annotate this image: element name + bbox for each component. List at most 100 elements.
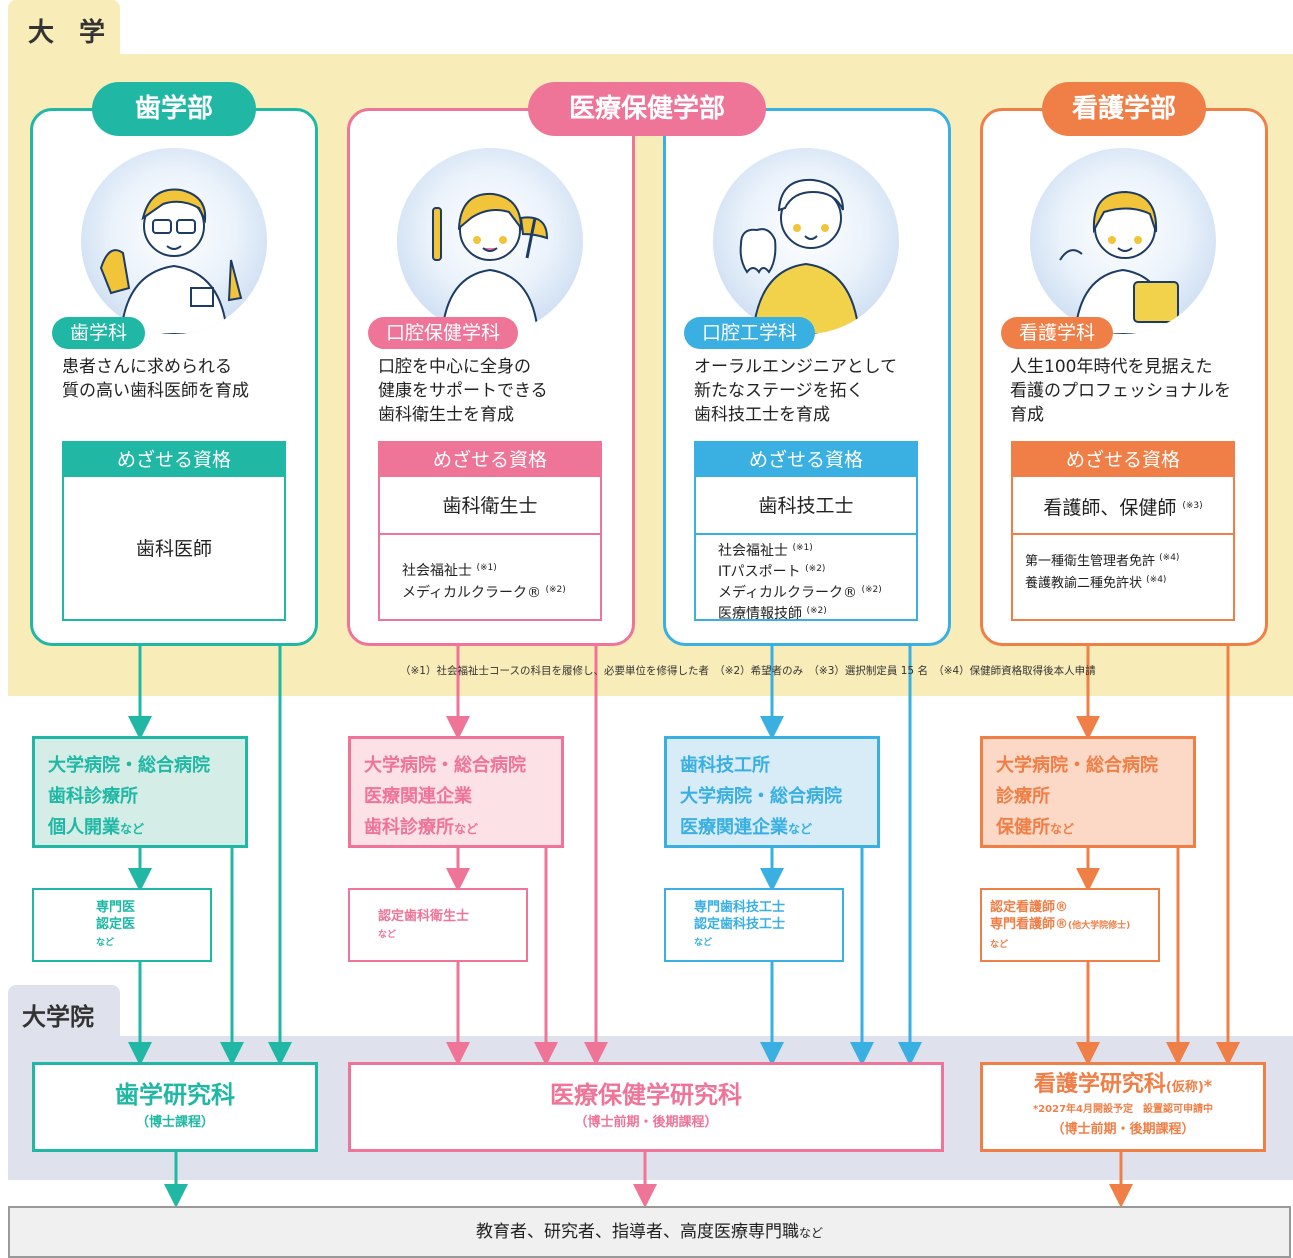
career-item: 保健所 (996, 817, 1050, 838)
certification-note: (他大学院修士) (1068, 921, 1131, 931)
certification-item: 認定歯科衛生士 (378, 909, 470, 924)
dental-faculty-title: 歯学部 (92, 82, 256, 136)
certification-suffix: など (96, 938, 115, 948)
sub-qualification: 医療情報技師 (718, 606, 802, 622)
outcome-suffix: など (798, 1226, 823, 1240)
oral-health-description: 口腔を中心に全身の 健康をサポートできる 歯科衛生士を育成 (378, 357, 548, 425)
dental-department-tag: 歯学科 (52, 317, 146, 349)
nurse-illustration (1030, 148, 1216, 334)
asterisk-mark: * (1203, 1076, 1213, 1095)
graduate-school-name: 医療保健学研究科 (550, 1081, 742, 1109)
medical-health-faculty-title: 医療保健学部 (528, 82, 766, 136)
career-item: 診療所 (996, 786, 1050, 807)
footnote-ref: (※1) (476, 563, 497, 573)
footnote-ref: (※2) (545, 585, 566, 595)
hygienist-illustration (397, 148, 583, 334)
career-item: 大学病院・総合病院 (996, 755, 1158, 776)
dental-qualification-box: めざせる資格 歯科医師 (62, 441, 286, 621)
sub-qualification: メディカルクラーク® (402, 585, 542, 601)
nursing-description: 人生100年時代を見据えた 看護のプロフェッショナルを 育成 (1010, 357, 1231, 425)
sub-qualification-list: 第一種衛生管理者免許 (※4) 養護教諭二種免許状 (※4) (1013, 535, 1233, 593)
career-item: 医療関連企業 (680, 817, 788, 838)
sub-qualification: 社会福祉士 (402, 563, 472, 579)
footnote-ref: (※2) (806, 606, 827, 616)
career-suffix: など (454, 822, 479, 836)
graduate-school-name: 歯学研究科 (115, 1081, 235, 1109)
qualification-header: めざせる資格 (696, 443, 916, 477)
certification-suffix: など (990, 940, 1009, 950)
graduate-school-title-row: 看護学研究科(仮称)* (983, 1071, 1263, 1102)
nursing-department-tag: 看護学科 (1001, 317, 1114, 349)
footnote-ref: (※2) (805, 564, 826, 574)
main-qualification: 歯科技工士 (696, 477, 916, 535)
university-section-label: 大 学 (8, 0, 120, 56)
nursing-qualification-box: めざせる資格 看護師、保健師 (※3) 第一種衛生管理者免許 (※4) 養護教諭… (1011, 441, 1235, 621)
qualification-header: めざせる資格 (64, 443, 284, 477)
opening-note: *2027年4月開設予定 設置認可申請中 (1032, 1104, 1214, 1115)
footnote-ref: (※2) (861, 585, 882, 595)
nursing-certification-box: 認定看護師® 専門看護師®(他大学院修士) など (980, 888, 1160, 962)
footnote-ref: (※3) (1182, 501, 1203, 511)
oral-health-department-tag: 口腔保健学科 (368, 317, 519, 349)
nursing-graduate-school: 看護学研究科(仮称)* *2027年4月開設予定 設置認可申請中 （博士前期・後… (980, 1062, 1266, 1152)
career-outcome-bar: 教育者、研究者、指導者、高度医療専門職など (8, 1206, 1291, 1258)
footnote-ref: (※1) (792, 543, 813, 553)
sub-qualification: メディカルクラーク® (718, 585, 858, 601)
sub-qualification: 養護教諭二種免許状 (1025, 576, 1143, 591)
dental-career-box: 大学病院・総合病院 歯科診療所 個人開業など (32, 736, 248, 848)
certification-suffix: など (694, 938, 713, 948)
certification-item: 認定歯科技工士 (694, 917, 786, 932)
graduate-course: （博士前期・後期課程） (574, 1115, 718, 1130)
certification-item: 専門看護師® (990, 917, 1069, 932)
outcome-text: 教育者、研究者、指導者、高度医療専門職 (475, 1222, 799, 1242)
medical-health-graduate-school: 医療保健学研究科 （博士前期・後期課程） (348, 1062, 944, 1152)
graduate-section-label: 大学院 (8, 985, 120, 1037)
technician-illustration (713, 148, 899, 334)
qualification-header: めざせる資格 (1013, 443, 1233, 477)
career-item: 歯科技工所 (680, 755, 770, 776)
oral-health-qualification-box: めざせる資格 歯科衛生士 社会福祉士 (※1) メディカルクラーク® (※2) (378, 441, 602, 621)
career-item: 歯科診療所 (364, 817, 454, 838)
sub-qualification-list: 社会福祉士 (※1) ITパスポート (※2) メディカルクラーク® (※2) … (696, 535, 916, 623)
provisional-name-note: (仮称) (1165, 1080, 1204, 1095)
qualification-header: めざせる資格 (380, 443, 600, 477)
certification-suffix: など (378, 930, 397, 940)
oral-health-career-box: 大学病院・総合病院 医療関連企業 歯科診療所など (348, 736, 564, 848)
oral-engineering-qualification-box: めざせる資格 歯科技工士 社会福祉士 (※1) ITパスポート (※2) メディ… (694, 441, 918, 623)
sub-qualification: 社会福祉士 (718, 543, 788, 559)
main-qualification: 歯科衛生士 (380, 477, 600, 535)
footnote-ref: (※4) (1146, 575, 1167, 585)
footnote-ref: (※4) (1159, 553, 1180, 563)
dentist-illustration (81, 148, 267, 334)
certification-item: 専門歯科技工士 (694, 900, 786, 915)
main-qualification-row: 看護師、保健師 (※3) (1013, 477, 1233, 535)
career-suffix: など (788, 822, 813, 836)
dental-graduate-school: 歯学研究科 （博士課程） (32, 1062, 318, 1152)
dental-certification-box: 専門医 認定医 など (32, 888, 212, 962)
main-qualification: 看護師、保健師 (1043, 497, 1177, 519)
dental-description: 患者さんに求められる 質の高い歯科医師を育成 (62, 357, 249, 401)
graduate-course: （博士課程） (135, 1115, 214, 1130)
certification-item: 専門医 (96, 900, 136, 915)
oral-engineering-department-tag: 口腔工学科 (684, 317, 816, 349)
career-item: 個人開業 (48, 817, 120, 838)
certification-item: 認定看護師® (990, 900, 1069, 915)
nursing-career-box: 大学病院・総合病院 診療所 保健所など (980, 736, 1196, 848)
oral-engineering-description: オーラルエンジニアとして 新たなステージを拓く 歯科技工士を育成 (694, 357, 898, 425)
oral-engineering-certification-box: 専門歯科技工士 認定歯科技工士 など (664, 888, 844, 962)
main-qualification: 歯科医師 (135, 538, 212, 560)
sub-qualification-list: 社会福祉士 (※1) メディカルクラーク® (※2) (380, 535, 600, 603)
career-item: 医療関連企業 (364, 786, 472, 807)
footnotes: （※1）社会福祉士コースの科目を履修し、必要単位を修得した者 （※2）希望者のみ… (400, 665, 1096, 677)
oral-health-certification-box: 認定歯科衛生士 など (348, 888, 528, 962)
certification-item: 認定医 (96, 917, 136, 932)
career-suffix: など (1050, 822, 1075, 836)
graduate-course: （博士前期・後期課程） (1051, 1122, 1195, 1137)
career-item: 大学病院・総合病院 (364, 755, 526, 776)
career-item: 大学病院・総合病院 (48, 755, 210, 776)
sub-qualification: 第一種衛生管理者免許 (1025, 554, 1156, 569)
career-item: 歯科診療所 (48, 786, 138, 807)
sub-qualification: ITパスポート (718, 564, 801, 580)
oral-engineering-career-box: 歯科技工所 大学病院・総合病院 医療関連企業など (664, 736, 880, 848)
graduate-school-name: 看護学研究科 (1033, 1072, 1166, 1097)
